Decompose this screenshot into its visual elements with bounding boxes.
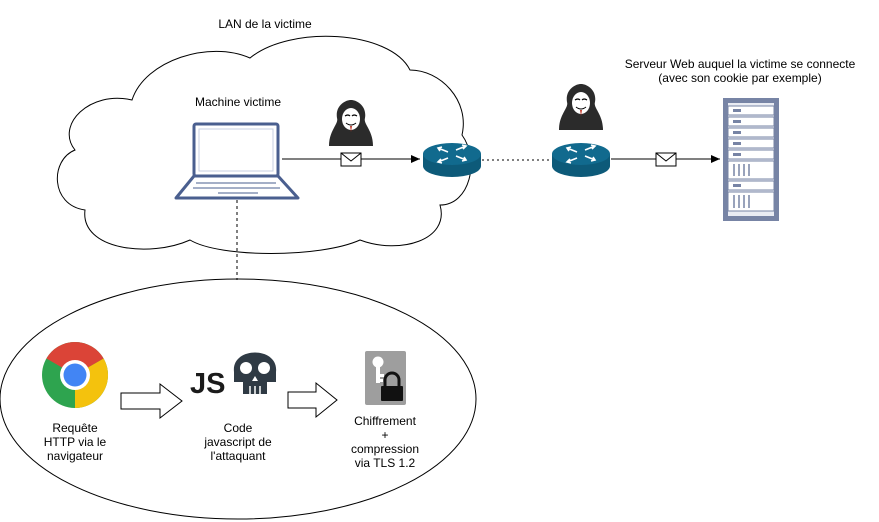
machine-label: Machine victime xyxy=(194,95,282,109)
lan-title: LAN de la victime xyxy=(218,17,312,31)
envelope-icon xyxy=(340,152,362,167)
router-icon xyxy=(552,143,610,177)
server-rack-icon xyxy=(723,98,779,221)
laptop-icon xyxy=(174,122,300,200)
hacker-icon xyxy=(329,100,373,146)
code-label: Code javascript de l'attaquant xyxy=(204,421,272,463)
flow-arrow xyxy=(120,382,183,420)
chrome-icon xyxy=(42,341,109,408)
envelope-icon xyxy=(655,152,677,167)
js-text: JS xyxy=(190,368,225,400)
browser-process-ellipse xyxy=(0,278,477,520)
skull-icon xyxy=(233,345,277,394)
router-icon xyxy=(423,143,481,177)
request-label: Requête HTTP via le navigateur xyxy=(43,421,107,463)
server-label: Serveur Web auquel la victime se connect… xyxy=(622,57,858,85)
hacker-icon xyxy=(559,84,603,130)
flow-arrow xyxy=(287,381,338,419)
lock-key-icon xyxy=(365,351,406,405)
encryption-label: Chiffrement + compression via TLS 1.2 xyxy=(350,414,420,470)
server-label-line2: (avec son cookie par exemple) xyxy=(658,71,822,85)
server-label-line1: Serveur Web auquel la victime se connect… xyxy=(624,57,856,71)
